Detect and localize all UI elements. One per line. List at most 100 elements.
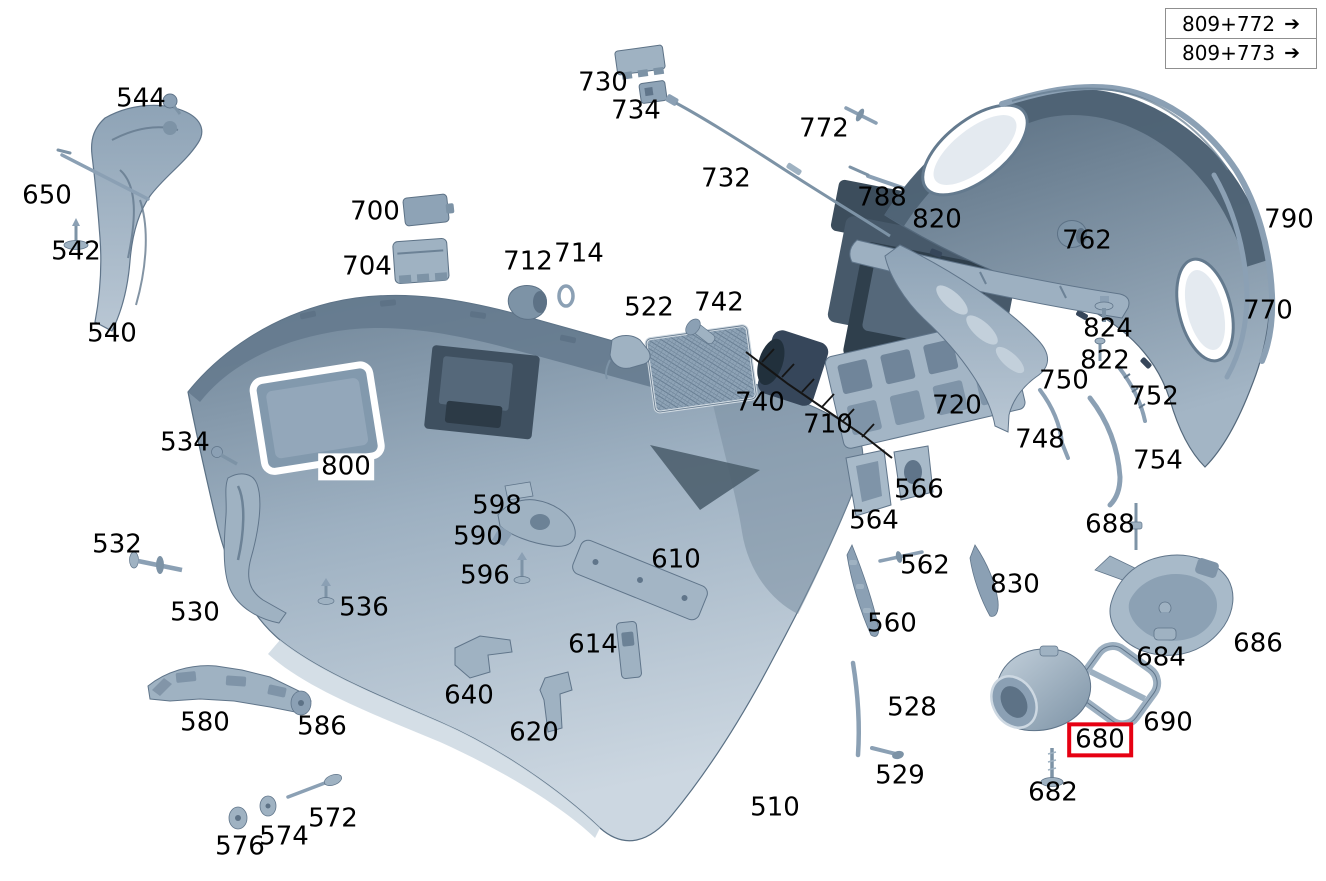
part-522-shape[interactable]	[605, 335, 651, 380]
part-label-714[interactable]: 714	[554, 238, 604, 269]
part-label-529[interactable]: 529	[875, 760, 925, 791]
part-label-562[interactable]: 562	[900, 550, 950, 581]
part-690-shape[interactable]	[1071, 639, 1164, 731]
part-710-shape[interactable]	[745, 348, 893, 459]
part-label-680[interactable]: 680	[1067, 722, 1133, 758]
part-label-704[interactable]: 704	[342, 251, 392, 282]
part-712-shape[interactable]	[507, 285, 547, 320]
part-label-734[interactable]: 734	[611, 95, 661, 126]
part-label-788[interactable]: 788	[857, 182, 907, 213]
part-770-shape[interactable]	[1211, 172, 1250, 380]
part-529-shape[interactable]	[870, 746, 905, 760]
part-label-596[interactable]: 596	[460, 560, 510, 591]
part-824-shape[interactable]	[1094, 296, 1114, 322]
part-label-574[interactable]: 574	[259, 821, 309, 852]
part-576-shape[interactable]	[228, 806, 248, 830]
part-label-748[interactable]: 748	[1015, 424, 1065, 455]
part-562-shape[interactable]	[878, 550, 924, 564]
part-label-742[interactable]: 742	[694, 287, 744, 318]
part-742-shape[interactable]	[683, 316, 717, 345]
part-650-shape[interactable]	[56, 148, 150, 201]
part-560-shape[interactable]	[846, 544, 879, 637]
part-label-586[interactable]: 586	[297, 711, 347, 742]
part-label-830[interactable]: 830	[990, 569, 1040, 600]
part-label-824[interactable]: 824	[1083, 313, 1133, 344]
part-label-710[interactable]: 710	[803, 409, 853, 440]
part-label-750[interactable]: 750	[1039, 365, 1089, 396]
part-label-534[interactable]: 534	[160, 427, 210, 458]
related-diagram-link-809-772[interactable]: 809+772 ➔	[1165, 8, 1317, 39]
part-704-shape[interactable]	[392, 238, 450, 284]
part-532-shape[interactable]	[129, 551, 183, 574]
part-label-754[interactable]: 754	[1133, 445, 1183, 476]
part-752-shape[interactable]	[1116, 364, 1147, 423]
part-732-shape[interactable]	[665, 94, 891, 238]
part-610-shape[interactable]	[570, 538, 710, 622]
part-564-shape[interactable]	[845, 449, 892, 517]
part-700-shape[interactable]	[402, 193, 456, 227]
part-label-528[interactable]: 528	[887, 692, 937, 723]
part-label-540[interactable]: 540	[87, 318, 137, 349]
part-label-532[interactable]: 532	[92, 529, 142, 560]
part-label-684[interactable]: 684	[1136, 642, 1186, 673]
part-572-shape[interactable]	[286, 772, 343, 799]
part-label-686[interactable]: 686	[1233, 628, 1283, 659]
part-label-752[interactable]: 752	[1129, 381, 1179, 412]
part-684-shape[interactable]	[1153, 601, 1177, 641]
part-label-610[interactable]: 610	[651, 544, 701, 575]
part-686-shape[interactable]	[1094, 554, 1234, 656]
part-688-shape[interactable]	[1129, 503, 1143, 550]
part-772-shape[interactable]	[844, 106, 878, 125]
part-680-shape[interactable]	[982, 645, 1092, 736]
part-label-522[interactable]: 522	[624, 292, 674, 323]
part-566-shape[interactable]	[893, 445, 934, 501]
part-label-530[interactable]: 530	[170, 597, 220, 628]
part-label-510[interactable]: 510	[750, 792, 800, 823]
part-label-544[interactable]: 544	[116, 83, 166, 114]
part-label-770[interactable]: 770	[1243, 295, 1293, 326]
part-730-shape[interactable]	[614, 44, 667, 80]
part-label-576[interactable]: 576	[215, 831, 265, 862]
part-label-820[interactable]: 820	[912, 204, 962, 235]
part-label-564[interactable]: 564	[849, 505, 899, 536]
part-label-650[interactable]: 650	[22, 180, 72, 211]
part-580-shape[interactable]	[147, 665, 312, 714]
part-label-620[interactable]: 620	[509, 717, 559, 748]
part-590-shape[interactable]	[492, 499, 576, 547]
part-544-shape[interactable]	[162, 93, 182, 115]
part-536-shape[interactable]	[317, 578, 335, 605]
part-540-shape[interactable]	[90, 104, 203, 332]
part-682-shape[interactable]	[1040, 748, 1064, 787]
part-label-598[interactable]: 598	[472, 490, 522, 521]
part-542-shape[interactable]	[63, 218, 89, 250]
related-diagram-link-809-773[interactable]: 809+773 ➔	[1165, 37, 1317, 69]
part-586-shape[interactable]	[290, 690, 312, 716]
part-530-shape[interactable]	[223, 473, 287, 624]
part-640-shape[interactable]	[454, 635, 513, 679]
part-label-690[interactable]: 690	[1143, 707, 1193, 738]
part-label-800[interactable]: 800	[318, 453, 374, 481]
part-790-shape[interactable]	[999, 83, 1276, 364]
part-label-730[interactable]: 730	[578, 67, 628, 98]
part-label-566[interactable]: 566	[894, 474, 944, 505]
part-label-720[interactable]: 720	[932, 390, 982, 421]
part-label-572[interactable]: 572	[308, 803, 358, 834]
part-label-614[interactable]: 614	[568, 629, 618, 660]
part-598-shape[interactable]	[504, 481, 534, 501]
rear-diffuser-panel-shape[interactable]	[884, 88, 1271, 468]
part-762-shape[interactable]	[1057, 220, 1087, 248]
part-750-shape[interactable]	[1038, 388, 1070, 460]
part-label-536[interactable]: 536	[339, 592, 389, 623]
part-label-640[interactable]: 640	[444, 680, 494, 711]
part-label-560[interactable]: 560	[867, 608, 917, 639]
part-754-shape[interactable]	[1087, 395, 1123, 508]
part-830-shape[interactable]	[969, 544, 999, 617]
part-label-740[interactable]: 740	[735, 387, 785, 418]
part-label-712[interactable]: 712	[503, 246, 553, 277]
part-label-682[interactable]: 682	[1028, 777, 1078, 808]
part-614-shape[interactable]	[616, 621, 642, 679]
part-596-shape[interactable]	[513, 552, 531, 584]
part-714-shape[interactable]	[557, 284, 575, 308]
part-620-shape[interactable]	[539, 671, 573, 733]
part-label-732[interactable]: 732	[701, 163, 751, 194]
